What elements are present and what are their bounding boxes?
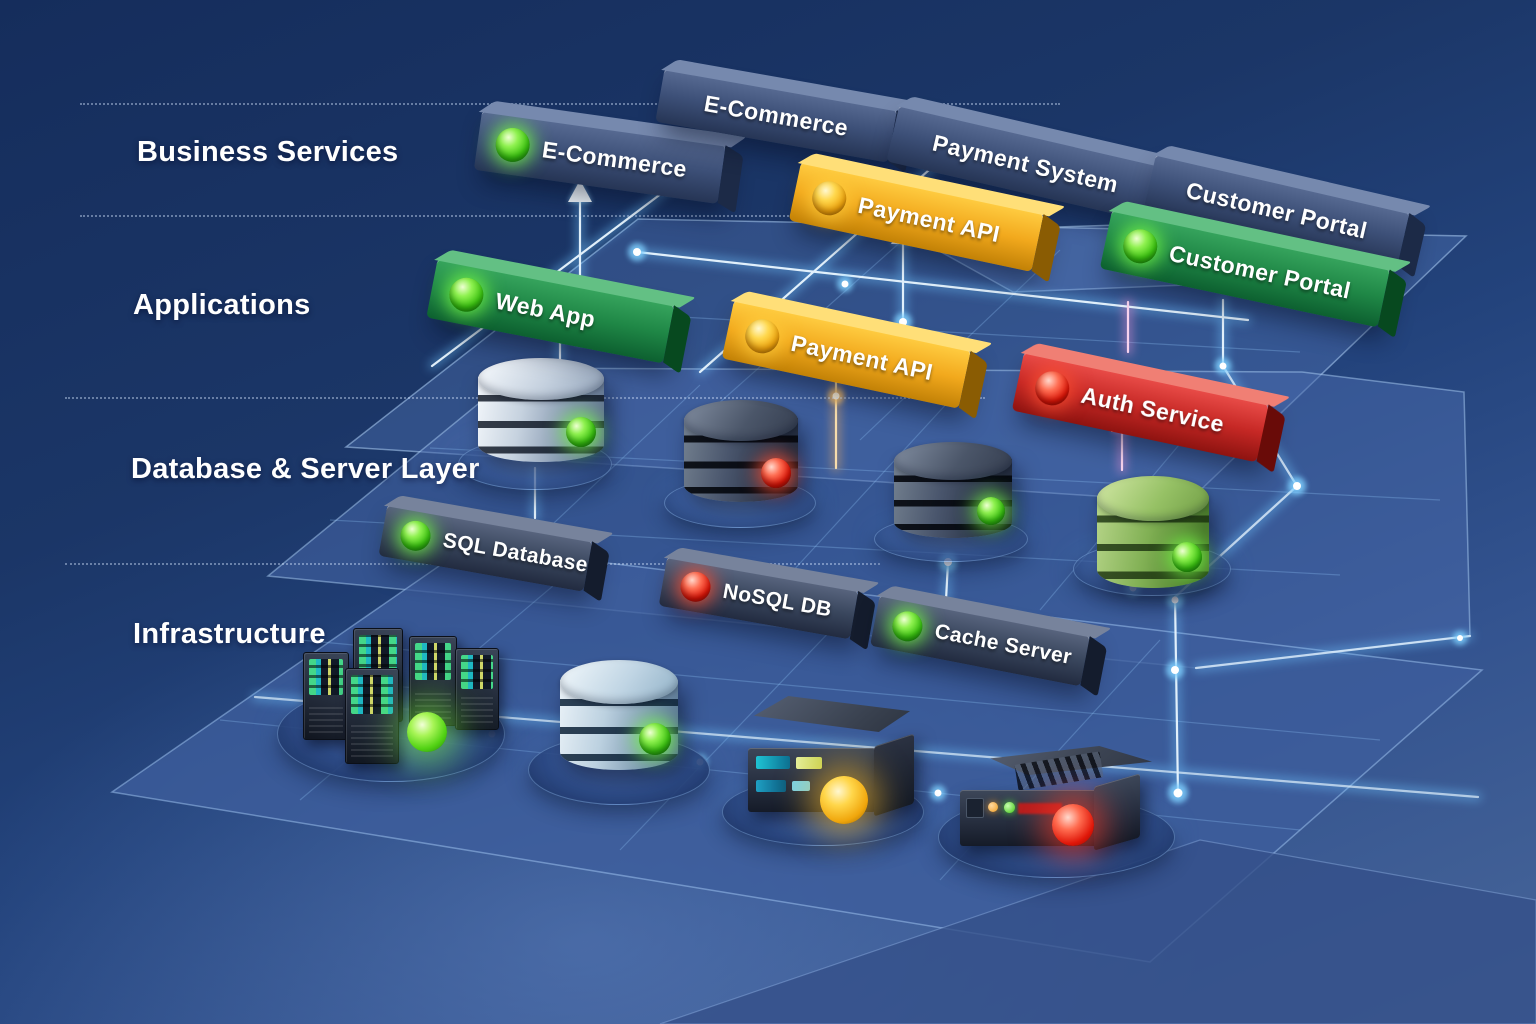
server-tower-icon <box>303 652 349 740</box>
led-dot-green-icon <box>1004 802 1015 813</box>
appliance-side-face <box>1094 773 1140 851</box>
node-label: NoSQL DB <box>721 579 834 622</box>
status-led-red-icon <box>678 569 713 605</box>
separator-line-1 <box>80 103 1060 105</box>
appliance-screen <box>792 781 810 791</box>
status-led-yellow-icon <box>742 316 783 357</box>
status-led-green-icon <box>1120 226 1161 267</box>
node-label: E-Commerce <box>702 89 851 141</box>
appliance-port <box>966 798 984 818</box>
node-label: SQL Database <box>441 528 590 577</box>
status-led-green-icon <box>1172 542 1203 573</box>
dark-database-icon <box>684 400 798 502</box>
layer-label-database-server: Database & Server Layer <box>131 453 480 485</box>
led-dot-orange-icon <box>988 802 998 812</box>
dark-database-icon <box>894 442 1012 538</box>
appliance-side-face <box>874 733 914 817</box>
node-label: E-Commerce <box>540 135 689 182</box>
status-led-green-icon <box>889 608 925 644</box>
status-led-green-icon <box>493 125 532 165</box>
status-led-yellow-icon <box>809 178 850 219</box>
rack-appliance-icon <box>960 746 1158 851</box>
layer-label-applications: Applications <box>133 289 311 321</box>
node-label: Payment API <box>855 191 1003 247</box>
steel-database-icon <box>560 660 678 770</box>
server-tower-icon <box>455 648 499 730</box>
appliance-screen <box>756 780 786 792</box>
status-led-green-icon <box>976 496 1005 525</box>
server-tower-icon <box>345 668 399 764</box>
server-rack-cluster-icon <box>295 622 510 764</box>
separator-line-2 <box>80 215 1020 217</box>
appliance-screen <box>796 757 822 769</box>
status-led-green-icon <box>398 518 433 554</box>
green-database-icon <box>1097 476 1209 588</box>
layer-label-infrastructure: Infrastructure <box>133 618 326 650</box>
status-orb-red-icon <box>1052 804 1094 846</box>
status-text-smudge <box>1018 803 1062 814</box>
status-orb-green-icon <box>407 712 447 752</box>
node-label: Web App <box>493 287 598 332</box>
rack-appliance-icon <box>748 696 916 824</box>
status-orb-yellow-icon <box>820 776 868 824</box>
status-led-red-icon <box>1032 368 1073 409</box>
appliance-screen <box>756 756 790 769</box>
status-led-green-icon <box>638 722 671 755</box>
status-led-red-icon <box>761 457 792 488</box>
status-led-green-icon <box>566 417 597 448</box>
status-led-green-icon <box>446 274 487 315</box>
server-tower-icon <box>409 636 457 726</box>
node-label: Auth Service <box>1078 381 1227 437</box>
layer-label-business-services: Business Services <box>137 136 399 168</box>
node-label: Payment API <box>788 329 936 385</box>
silver-database-icon <box>478 358 604 462</box>
